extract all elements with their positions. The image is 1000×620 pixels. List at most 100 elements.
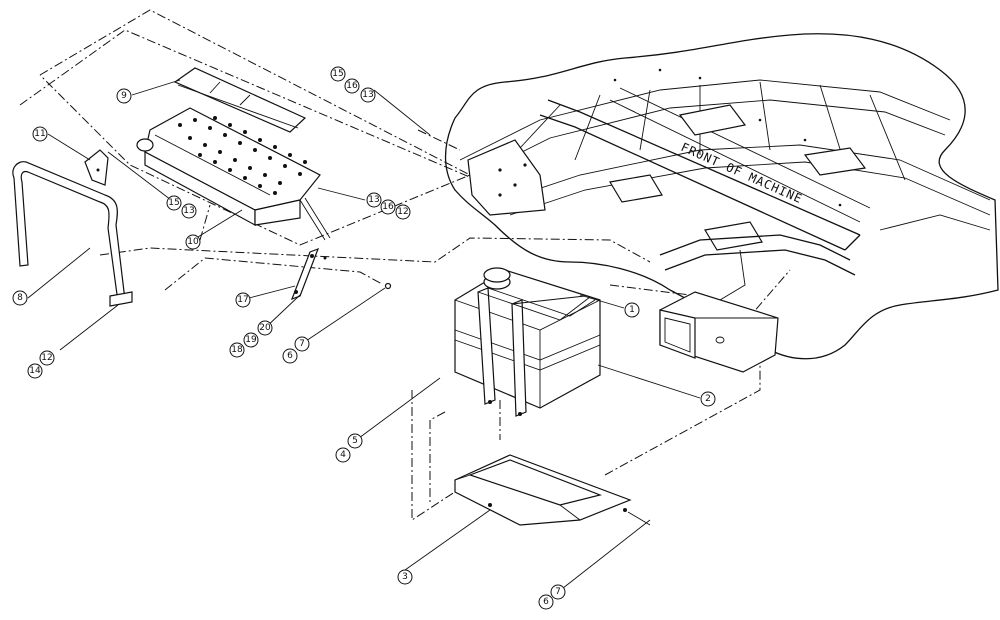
callout-text: 16 — [382, 202, 394, 212]
callout-text: 15 — [168, 198, 179, 208]
callout-text: 18 — [231, 345, 243, 355]
callout-3: 3 — [397, 569, 413, 585]
assembly-line — [417, 129, 461, 151]
tank-strap-top — [487, 287, 596, 317]
callout-text: 2 — [705, 394, 711, 404]
callout-17: 17 — [235, 292, 251, 308]
callout-text: 13 — [368, 195, 379, 205]
assembly-line — [411, 390, 471, 521]
step-plate — [173, 67, 307, 133]
hand-rail-tube — [12, 161, 126, 303]
platform-holes — [178, 116, 307, 195]
assembly-line — [99, 237, 651, 263]
frame-rail — [469, 99, 946, 179]
tray-edge — [454, 474, 471, 481]
step-plate-edge — [239, 94, 251, 106]
assembly-line — [429, 411, 446, 505]
callout-text: 10 — [187, 237, 199, 247]
callout-9: 9 — [116, 88, 132, 104]
callout-text: 19 — [245, 335, 257, 345]
tray-floor — [468, 459, 602, 506]
callouts: 1 2 3 4 5 6 7 6 7 8 9 10 11 12 14 15 13 … — [12, 66, 716, 610]
frame-caption: FRONT OF MACHINE — [679, 140, 805, 206]
leader-lines — [27, 79, 701, 593]
callout-text: 15 — [332, 69, 343, 79]
frame-cross-member — [639, 89, 651, 151]
callout-13: 13 — [360, 87, 376, 103]
machine-frame: FRONT OF MACHINE — [444, 33, 999, 373]
callout-text: 6 — [287, 351, 293, 361]
tank — [454, 267, 601, 417]
callout-20: 20 — [257, 320, 273, 336]
frame-outline — [444, 33, 999, 360]
callout-7: 7 — [294, 336, 310, 352]
assembly-line — [744, 269, 791, 323]
tank-body — [454, 269, 601, 409]
callout-15: 15 — [330, 66, 346, 82]
callout-text: 12 — [397, 207, 408, 217]
frame-beam — [844, 234, 861, 251]
platform-strut — [299, 199, 326, 241]
platform-strut — [304, 197, 331, 239]
frame-cross-member — [759, 81, 771, 151]
callout-text: 20 — [259, 323, 271, 333]
callout-16: 16 — [380, 199, 396, 215]
callout-text: 6 — [543, 597, 549, 607]
callout-text: 12 — [41, 353, 52, 363]
assembly-line — [609, 284, 691, 296]
frame-mount-plate — [467, 139, 546, 216]
frame-rail — [459, 79, 951, 161]
frame-hitch-opening — [664, 317, 691, 353]
callout-6: 6 — [538, 594, 554, 610]
callout-text: 9 — [121, 91, 127, 101]
callout-19: 19 — [243, 332, 259, 348]
step-plate-edge — [209, 81, 221, 94]
callout-13: 13 — [181, 203, 197, 219]
frame-cross-member — [574, 94, 601, 161]
callout-text: 14 — [29, 366, 41, 376]
step-plate-body — [173, 67, 307, 133]
frame-panel — [609, 174, 663, 203]
hand-rail — [12, 161, 133, 307]
callout-text: 1 — [629, 305, 635, 315]
callout-text: 13 — [183, 206, 194, 216]
pin — [384, 282, 392, 290]
callout-15: 15 — [166, 195, 182, 211]
callout-10: 10 — [185, 234, 201, 250]
callout-text: 8 — [17, 293, 23, 303]
callout-18: 18 — [229, 342, 245, 358]
bracket — [84, 149, 109, 186]
frame-panel — [678, 104, 747, 136]
frame-rail — [879, 214, 991, 231]
platform-roller — [136, 138, 154, 152]
frame-rail — [509, 161, 991, 216]
callout-13: 13 — [366, 192, 382, 208]
frame-beam — [609, 99, 861, 223]
tank-strap — [511, 299, 527, 417]
frame-cross-member — [519, 104, 561, 149]
link-bar — [290, 247, 320, 301]
hand-rail-foot — [109, 291, 133, 307]
step-plate-edge — [177, 84, 299, 129]
callout-text: 13 — [362, 90, 373, 100]
callout-16: 16 — [344, 78, 360, 94]
callout-text: 7 — [555, 587, 561, 597]
frame-bracket — [719, 249, 746, 301]
tank-strap-top — [477, 291, 591, 321]
frame-beam — [539, 114, 846, 251]
callout-12: 12 — [39, 350, 55, 366]
link-hardware — [290, 247, 392, 301]
callout-text: 3 — [402, 572, 408, 582]
tray — [454, 454, 651, 526]
assembly-lines — [19, 9, 791, 521]
callout-2: 2 — [700, 391, 716, 407]
callout-8: 8 — [12, 290, 28, 306]
callout-11: 11 — [32, 126, 48, 142]
callout-text: 4 — [340, 450, 346, 460]
callout-12: 12 — [395, 204, 411, 220]
tank-cap-top — [483, 267, 511, 283]
platform-rail — [154, 134, 271, 196]
bracket-body — [84, 149, 109, 186]
callout-text: 16 — [346, 81, 358, 91]
